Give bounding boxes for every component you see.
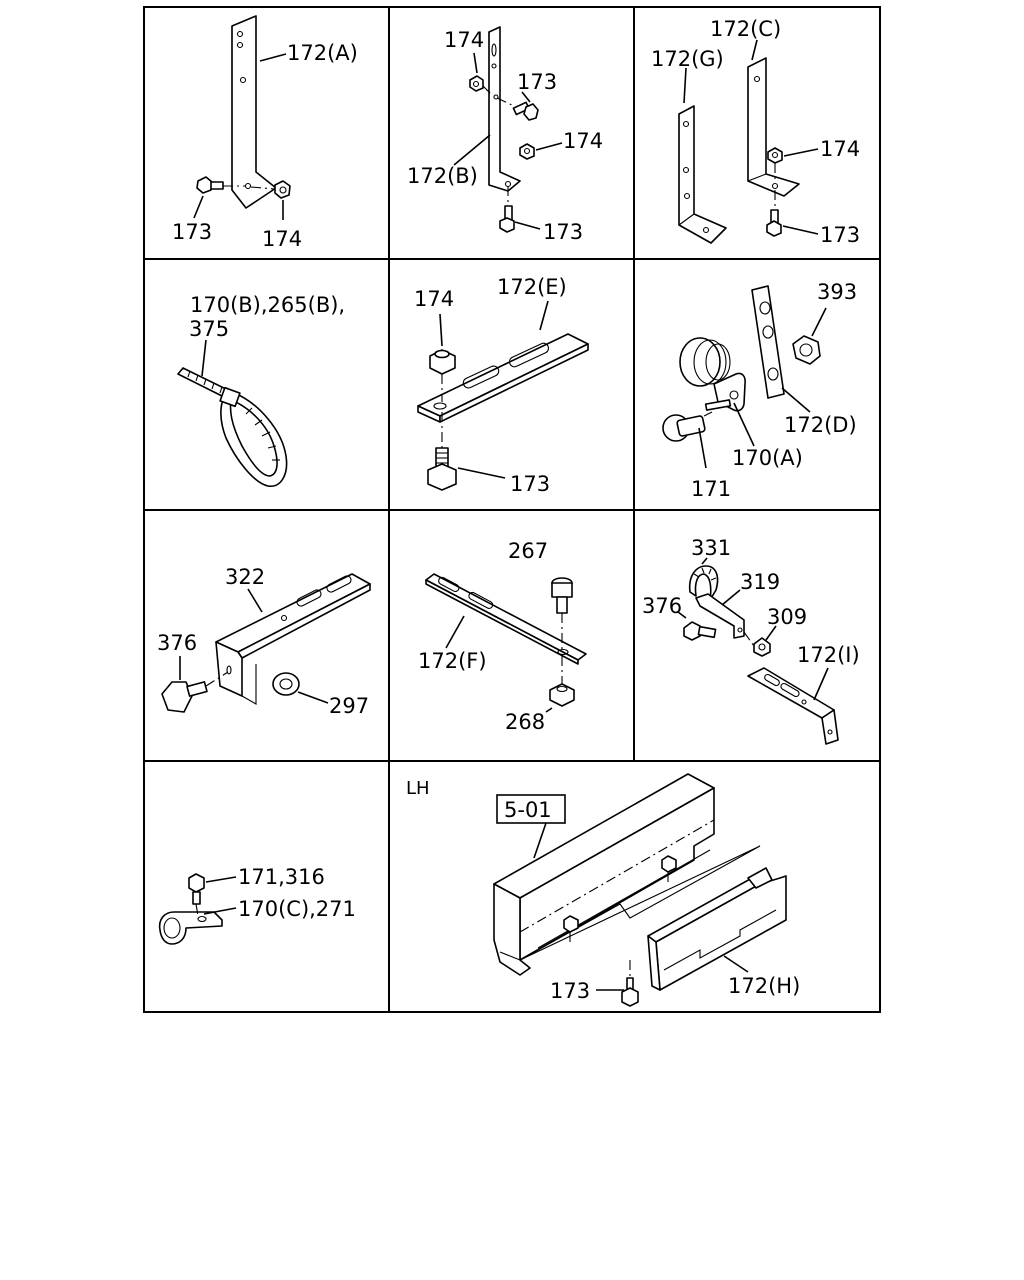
label-171: 171 xyxy=(691,477,731,501)
label-172d: 172(D) xyxy=(784,413,857,437)
nut-174 xyxy=(429,349,456,375)
panel-172a: 172(A) 173 174 xyxy=(172,15,358,251)
clamp-170a xyxy=(679,337,746,412)
panel-172f: 267 172(F) 268 xyxy=(418,539,587,734)
bracket-172f xyxy=(425,573,587,665)
label-170c-271: 170(C),271 xyxy=(238,897,356,921)
bolt-173 xyxy=(621,977,639,1007)
label-173: 173 xyxy=(172,220,212,244)
label-267: 267 xyxy=(508,539,548,563)
label-174: 174 xyxy=(414,287,454,311)
label-172a: 172(A) xyxy=(287,41,358,65)
label-376: 376 xyxy=(157,631,197,655)
bracket-322 xyxy=(215,573,371,697)
nut-268 xyxy=(549,683,575,707)
side-label-lh: LH xyxy=(406,778,430,799)
label-376: 376 xyxy=(642,594,682,618)
strap-172d xyxy=(751,285,785,399)
label-172g: 172(G) xyxy=(651,47,724,71)
label-170a: 170(A) xyxy=(732,446,803,470)
panel-cable-tie: 170(B),265(B), 375 xyxy=(177,293,345,487)
bracket-172a xyxy=(231,15,277,209)
bolt-171 xyxy=(188,873,205,905)
label-173: 173 xyxy=(820,223,860,247)
reference-label: 5-01 xyxy=(504,798,552,822)
nut-174 xyxy=(767,147,783,164)
panel-172c-172g: 172(C) 172(G) 174 173 xyxy=(651,17,860,247)
label-309: 309 xyxy=(767,605,807,629)
label-171-316: 171,316 xyxy=(238,865,325,889)
panel-172e: 174 172(E) 173 xyxy=(414,275,589,496)
bracket-319 xyxy=(695,593,745,639)
bracket-172h xyxy=(647,867,787,991)
bolt-173 xyxy=(766,209,782,237)
label-331: 331 xyxy=(691,536,731,560)
label-319: 319 xyxy=(740,570,780,594)
label-172c: 172(C) xyxy=(710,17,781,41)
label-170b-265b: 170(B),265(B), xyxy=(190,293,345,317)
reference-box xyxy=(496,794,566,824)
grommet-297 xyxy=(241,664,300,705)
panel-172h-lh: LH 5-01 17 xyxy=(406,773,800,1007)
bolt-171 xyxy=(662,411,713,442)
bracket-172g xyxy=(678,105,727,244)
nut-174 xyxy=(274,180,291,199)
label-297: 297 xyxy=(329,694,369,718)
bracket-172c xyxy=(747,57,800,197)
bracket-172b xyxy=(488,26,521,192)
label-173: 173 xyxy=(550,979,590,1003)
diagram-grid xyxy=(143,6,881,1013)
panel-172i: 331 319 376 309 172(I) xyxy=(642,536,860,745)
label-174-mid: 174 xyxy=(563,129,603,153)
bolt-173-bottom xyxy=(499,205,515,233)
panel-172d-170a: 393 172(D) 170(A) 171 xyxy=(662,280,857,501)
cable-tie xyxy=(177,367,288,487)
panel-170c: 171,316 170(C),271 xyxy=(158,865,356,945)
bolt-376 xyxy=(683,621,717,641)
bolt-376 xyxy=(161,681,208,713)
label-174: 174 xyxy=(820,137,860,161)
nut-174-top xyxy=(469,75,484,92)
label-173-side: 173 xyxy=(517,70,557,94)
nut-393 xyxy=(792,335,821,365)
label-172i: 172(I) xyxy=(797,643,860,667)
label-268: 268 xyxy=(505,710,545,734)
nut-309 xyxy=(753,637,771,657)
label-173-bottom: 173 xyxy=(543,220,583,244)
label-174: 174 xyxy=(262,227,302,251)
frame-rail xyxy=(493,773,761,976)
label-172e: 172(E) xyxy=(497,275,567,299)
label-172h: 172(H) xyxy=(728,974,800,998)
label-322: 322 xyxy=(225,565,265,589)
bracket-172i xyxy=(747,667,839,745)
bracket-172e xyxy=(417,333,589,423)
bolt-173 xyxy=(427,447,457,491)
label-173: 173 xyxy=(510,472,550,496)
bolt-173 xyxy=(196,176,224,194)
label-172b: 172(B) xyxy=(407,164,478,188)
label-393: 393 xyxy=(817,280,857,304)
label-172f: 172(F) xyxy=(418,649,487,673)
label-174-top: 174 xyxy=(444,28,484,52)
clamp-170c xyxy=(158,911,223,945)
label-375: 375 xyxy=(189,317,229,341)
panel-172b: 174 173 174 172(B) 173 xyxy=(407,26,603,244)
panel-322: 322 376 297 xyxy=(157,565,371,718)
bolt-267 xyxy=(551,577,573,614)
nut-174-mid xyxy=(519,143,535,160)
bolt-173-side xyxy=(512,101,539,121)
